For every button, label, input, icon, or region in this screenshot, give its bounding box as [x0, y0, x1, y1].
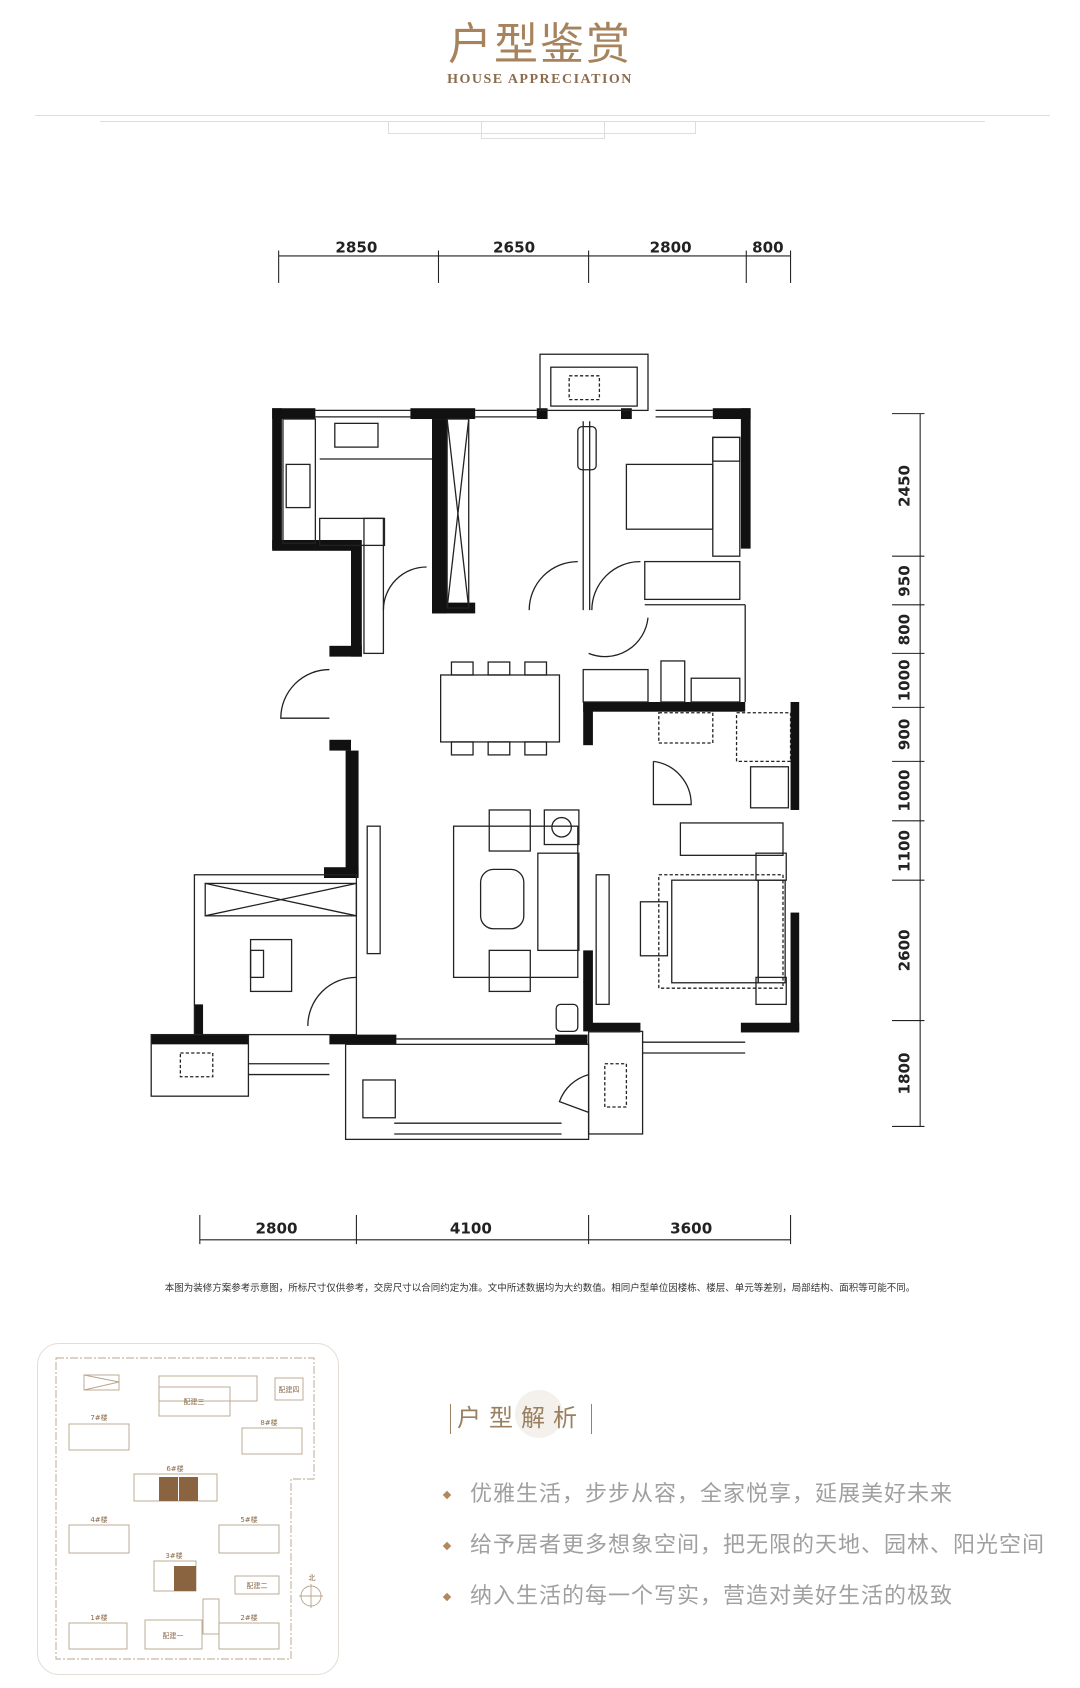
site-plan: 配建四 配建三 7#楼 8#楼 6#楼 4#楼 5#楼 3#楼 配建二 北 1#… — [37, 1343, 339, 1675]
dimension-label: 2800 — [255, 1219, 297, 1237]
dimension-label: 950 — [895, 565, 913, 597]
north-label: 北 — [309, 1574, 316, 1582]
analysis-heading-text: 户型解析 — [457, 1404, 585, 1432]
dimension-label: 800 — [752, 239, 784, 257]
divider — [35, 115, 1050, 116]
room-outlines — [150, 353, 792, 1141]
dimension-label: 1000 — [895, 659, 913, 701]
site-label: 配建一 — [163, 1631, 184, 1640]
divider-ornament — [481, 121, 605, 139]
site-label: 配建二 — [247, 1581, 268, 1590]
site-label: 8#楼 — [260, 1418, 277, 1427]
bullet-text: 优雅生活，步步从容，全家悦享，延展美好未来 — [470, 1482, 954, 1507]
site-label: 3#楼 — [165, 1551, 182, 1560]
diamond-bullet-icon — [442, 1490, 452, 1500]
page-subtitle: HOUSE APPRECIATION — [447, 72, 633, 87]
analysis-bullet: 给予居者更多想象空间，把无限的天地、园林、阳光空间 — [442, 1527, 1046, 1559]
decorative-seal — [515, 1390, 563, 1438]
analysis-bullet: 纳入生活的每一个写实，营造对美好生活的极致 — [442, 1578, 954, 1610]
dimension-label: 3600 — [670, 1219, 712, 1237]
site-label: 5#楼 — [240, 1515, 257, 1524]
top-dimension-line — [278, 250, 792, 283]
analysis-bullet: 优雅生活，步步从容，全家悦享，延展美好未来 — [442, 1476, 954, 1508]
site-label: 配建三 — [184, 1397, 205, 1406]
dimension-label: 2650 — [493, 239, 535, 257]
analysis-heading: 户型解析 — [444, 1398, 598, 1434]
dimension-label: 1100 — [895, 830, 913, 872]
dimension-label: 2450 — [895, 465, 913, 507]
dimension-label: 900 — [895, 719, 913, 751]
site-label: 4#楼 — [90, 1515, 107, 1524]
disclaimer-text: 本图为装修方案参考示意图，所标尺寸仅供参考，交房尺寸以合同约定为准。文中所述数据… — [164, 1283, 916, 1294]
site-label: 1#楼 — [90, 1613, 107, 1622]
dimension-label: 1800 — [895, 1052, 913, 1094]
bullet-text: 给予居者更多想象空间，把无限的天地、园林、阳光空间 — [470, 1533, 1046, 1558]
dimension-label: 2600 — [895, 929, 913, 971]
highlighted-unit — [159, 1477, 198, 1591]
dimension-label: 800 — [895, 614, 913, 646]
bullet-text: 纳入生活的每一个写实，营造对美好生活的极致 — [470, 1584, 954, 1609]
diamond-bullet-icon — [442, 1592, 452, 1602]
walls — [151, 408, 800, 1045]
site-plan-map: 配建四 配建三 7#楼 8#楼 6#楼 4#楼 5#楼 3#楼 配建二 北 1#… — [55, 1357, 323, 1660]
divider — [100, 121, 985, 122]
divider-ornament — [388, 121, 696, 134]
dimension-label: 2800 — [650, 239, 692, 257]
diamond-bullet-icon — [442, 1541, 452, 1551]
site-label: 配建四 — [279, 1385, 300, 1394]
dimension-label: 4100 — [450, 1219, 492, 1237]
site-label: 2#楼 — [240, 1613, 257, 1622]
site-label: 7#楼 — [90, 1413, 107, 1422]
dimension-label: 2850 — [335, 239, 377, 257]
site-label: 6#楼 — [166, 1464, 183, 1473]
bottom-dimension-line — [199, 1214, 792, 1245]
page-title: 户型鉴赏 — [448, 19, 632, 70]
dimension-label: 1000 — [895, 770, 913, 812]
right-dimension-line — [892, 413, 925, 1127]
